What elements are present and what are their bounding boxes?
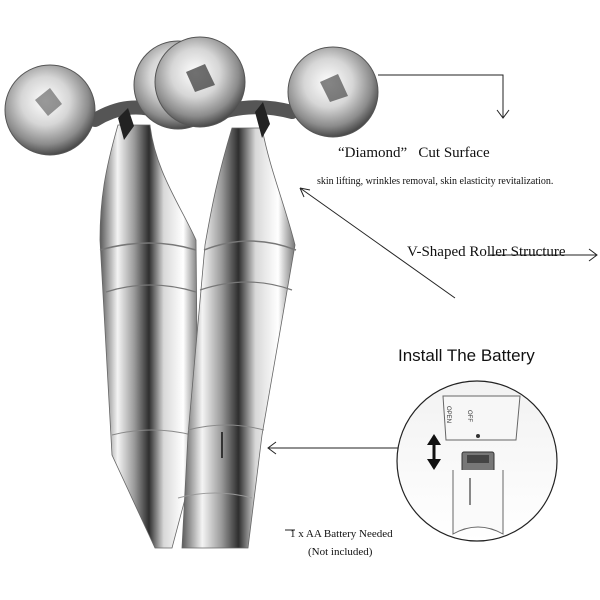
skin-benefits-text: skin lifting, wrinkles removal, skin ela… <box>317 176 554 187</box>
battery-inset <box>396 380 558 542</box>
cut-surface: Cut Surface <box>418 145 490 161</box>
front-roller <box>154 36 379 549</box>
switch-open-label: OPEN <box>445 406 451 424</box>
v-shaped-label: V-Shaped Roller Structure <box>407 244 566 260</box>
pointer-lines <box>267 74 598 531</box>
install-battery-heading: Install The Battery <box>398 346 535 365</box>
switch-off-label: OFF <box>466 410 472 422</box>
diamond-quote: “Diamond” <box>338 145 408 161</box>
battery-needed-text: 1 x AA Battery Needed <box>290 528 393 540</box>
not-included-text: (Not included) <box>308 546 373 558</box>
diamond-cut-label: “Diamond” Cut Surface <box>338 145 490 162</box>
